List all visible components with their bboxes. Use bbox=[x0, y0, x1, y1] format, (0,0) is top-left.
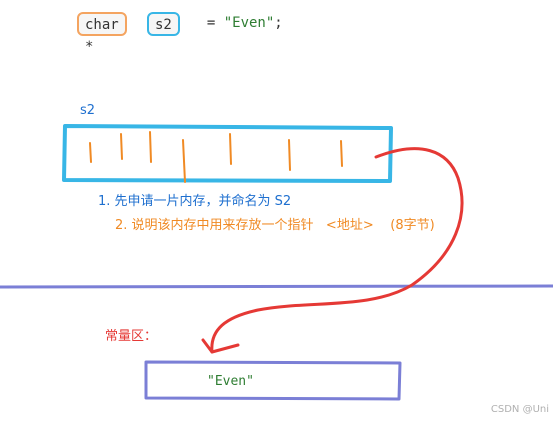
memory-label: s2 bbox=[80, 103, 96, 118]
watermark: CSDN @Uni bbox=[490, 404, 549, 415]
memory-divider bbox=[0, 284, 553, 289]
byte-tick bbox=[149, 131, 152, 163]
statement-terminator: ; bbox=[274, 15, 283, 31]
type-box: char * bbox=[77, 12, 127, 55]
pointer-arrow-head bbox=[201, 338, 240, 354]
byte-tick bbox=[288, 139, 291, 171]
note-pointer: 2. 说明该内存中用来存放一个指针 <地址> (8字节) bbox=[115, 218, 435, 233]
variable-box: s2 bbox=[147, 12, 180, 36]
byte-tick bbox=[340, 140, 343, 167]
note-allocate: 1. 先申请一片内存，并命名为 S2 bbox=[98, 194, 292, 209]
constant-area-value: "Even" bbox=[207, 374, 254, 389]
byte-tick bbox=[182, 139, 186, 183]
byte-tick bbox=[89, 142, 92, 163]
pointer-arrow bbox=[210, 147, 464, 354]
byte-tick bbox=[120, 133, 123, 160]
constant-area-box bbox=[144, 360, 402, 401]
byte-ticks bbox=[89, 131, 343, 183]
constant-area-label: 常量区： bbox=[105, 329, 158, 344]
memory-box-s2 bbox=[62, 124, 393, 183]
code-assignment: = "Even"; bbox=[190, 15, 283, 31]
byte-tick bbox=[229, 133, 232, 165]
string-literal: "Even" bbox=[223, 15, 275, 31]
assign-operator: = bbox=[190, 15, 224, 31]
